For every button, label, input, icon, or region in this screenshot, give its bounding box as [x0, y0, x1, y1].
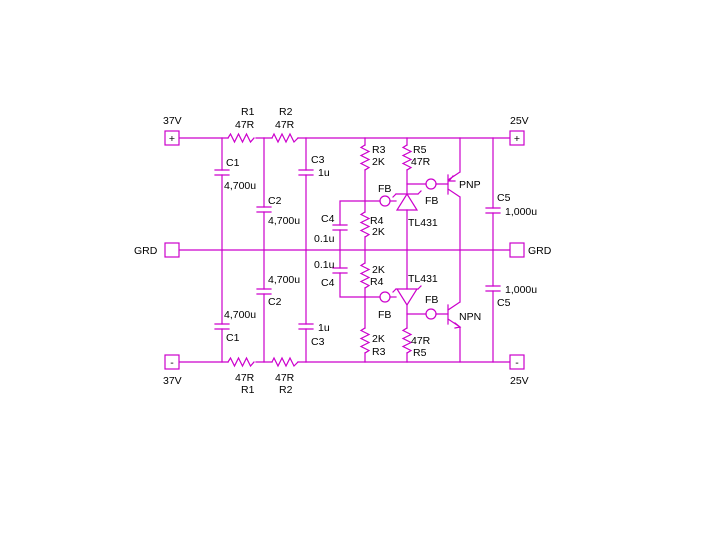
terminals	[164, 130, 525, 370]
c1-top-name: C1	[226, 157, 240, 169]
tl431-bottom-label: TL431	[408, 273, 438, 285]
npn-label: NPN	[459, 311, 481, 323]
c4-bottom-wire	[339, 249, 366, 298]
r3-top-symbol	[359, 144, 371, 171]
in-neg-voltage-label: 37V	[163, 375, 182, 387]
r5-bottom-name: R5	[413, 347, 427, 359]
fb-right-bottom-label: FB	[425, 294, 438, 306]
fb-left-bottom-node	[379, 291, 391, 303]
c2-bottom-value: 4,700u	[268, 274, 300, 286]
c2-bottom-plates	[256, 288, 272, 295]
c4-top-plates	[332, 224, 348, 231]
c5-top-plates	[485, 207, 501, 214]
fb-left-top-node	[379, 195, 391, 207]
c4-bottom-value: 0.1u	[314, 259, 335, 271]
ground-right-label: GRD	[528, 245, 552, 257]
r2-top-symbol	[271, 132, 299, 144]
c3-bottom-value: 1u	[318, 322, 330, 334]
c1-top-plates	[214, 169, 230, 176]
c3-top-plates	[298, 169, 314, 176]
c1-bottom-name: C1	[226, 332, 240, 344]
r1-top-value: 47R	[235, 119, 255, 131]
r4-top-value: 2K	[372, 226, 385, 238]
r4-top-symbol	[359, 211, 371, 238]
labels: + - + - 37V 37V 25V 25V GRD GRD R1 47R R…	[134, 106, 552, 396]
out-neg-voltage-label: 25V	[510, 375, 529, 387]
terminal-in-neg	[164, 354, 180, 370]
terminal-in-pos	[164, 130, 180, 146]
r5-top-name: R5	[413, 144, 427, 156]
fb-left-top-label: FB	[378, 183, 391, 195]
ground-left-label: GRD	[134, 245, 158, 257]
tl431-top-label: TL431	[408, 217, 438, 229]
c3-bottom-name: C3	[311, 336, 325, 348]
r3-bottom-value: 2K	[372, 333, 385, 345]
r1-bottom-symbol	[227, 356, 255, 368]
r2-top-value: 47R	[275, 119, 295, 131]
c5-top-value: 1,000u	[505, 206, 537, 218]
r2-bottom-name: R2	[279, 384, 293, 396]
r4-bottom-name: R4	[370, 276, 384, 288]
r3-top-name: R3	[372, 144, 386, 156]
pnp-transistor	[447, 137, 461, 251]
r5-top-value: 47R	[411, 156, 431, 168]
terminal-out-neg-sign: -	[515, 357, 519, 369]
c2-top-plates	[256, 206, 272, 213]
terminal-gnd-left	[164, 242, 180, 258]
r1-top-name: R1	[241, 106, 255, 118]
r3-bottom-name: R3	[372, 346, 386, 358]
fb-right-bottom-node	[425, 308, 437, 320]
out-pos-voltage-label: 25V	[510, 115, 529, 127]
c4-top-name: C4	[321, 213, 335, 225]
r3-bottom-symbol	[359, 327, 371, 354]
c3-top-value: 1u	[318, 167, 330, 179]
r2-bottom-value: 47R	[275, 372, 295, 384]
terminal-out-pos	[509, 130, 525, 146]
r2-bottom-symbol	[271, 356, 299, 368]
c5-bottom-value: 1,000u	[505, 284, 537, 296]
c2-top-value: 4,700u	[268, 215, 300, 227]
c1-top-value: 4,700u	[224, 180, 256, 192]
fb-right-top-node	[425, 178, 437, 190]
terminal-in-neg-sign: -	[170, 357, 174, 369]
pnp-label: PNP	[459, 179, 481, 191]
tl431-top-body	[392, 190, 422, 211]
terminal-out-neg	[509, 354, 525, 370]
in-pos-voltage-label: 37V	[163, 115, 182, 127]
c4-top-value: 0.1u	[314, 233, 335, 245]
c4-bottom-plates	[332, 267, 348, 274]
terminal-gnd-right	[509, 242, 525, 258]
terminal-out-pos-sign: +	[514, 133, 520, 145]
r5-bottom-value: 47R	[411, 335, 431, 347]
c3-bottom-plates	[298, 323, 314, 330]
terminal-in-pos-sign: +	[169, 133, 175, 145]
c3-top-name: C3	[311, 154, 325, 166]
c1-bottom-value: 4,700u	[224, 309, 256, 321]
r5-bottom-symbol	[401, 327, 413, 354]
c1-bottom-plates	[214, 323, 230, 330]
c5-bottom-plates	[485, 285, 501, 292]
npn-transistor	[447, 249, 462, 363]
r1-bottom-name: R1	[241, 384, 255, 396]
c4-top-wire	[339, 200, 366, 251]
fb-right-top-label: FB	[425, 195, 438, 207]
fb-left-bottom-label: FB	[378, 309, 391, 321]
c5-top-name: C5	[497, 192, 511, 204]
c2-top-name: C2	[268, 195, 282, 207]
r1-bottom-value: 47R	[235, 372, 255, 384]
r4-bottom-value: 2K	[372, 264, 385, 276]
r2-top-name: R2	[279, 106, 293, 118]
r1-top-symbol	[227, 132, 255, 144]
c4-bottom-name: C4	[321, 277, 335, 289]
r3-top-value: 2K	[372, 156, 385, 168]
c2-bottom-name: C2	[268, 296, 282, 308]
wiring	[177, 132, 511, 368]
c5-bottom-name: C5	[497, 297, 511, 309]
r4-top-name: R4	[370, 215, 384, 227]
r4-bottom-symbol	[359, 262, 371, 289]
r5-top-symbol	[401, 144, 413, 171]
